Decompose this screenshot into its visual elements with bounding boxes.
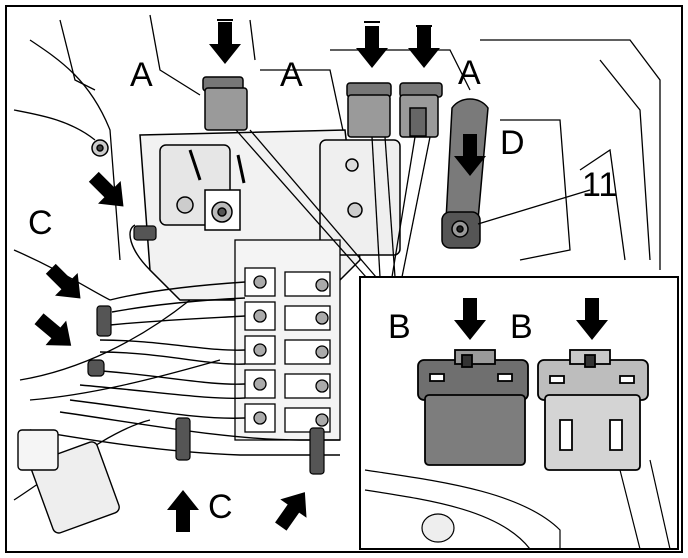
callout-number: 11 bbox=[582, 166, 617, 204]
clip-lower bbox=[87, 359, 105, 377]
callout-labels: A A A D 11 C C B B bbox=[28, 54, 617, 526]
clip-upper bbox=[133, 225, 157, 241]
clip-bottom-right bbox=[309, 427, 325, 475]
callout-b: B bbox=[510, 308, 533, 346]
clip-bottom-left bbox=[175, 417, 191, 461]
clip-middle bbox=[96, 305, 112, 337]
relay-base bbox=[91, 129, 401, 301]
fuse-b-left bbox=[417, 349, 529, 466]
callout-a: A bbox=[280, 56, 303, 94]
fuse-a-left bbox=[202, 76, 248, 131]
callout-c: C bbox=[208, 488, 233, 526]
fuse-a-right bbox=[399, 82, 443, 138]
fuse-a-middle bbox=[346, 82, 392, 138]
arrow-diagonal-icon bbox=[275, 492, 307, 531]
arrow-diagonal-icon bbox=[88, 171, 124, 207]
harness-clips bbox=[87, 225, 325, 475]
arrow-diagonal-icon bbox=[34, 313, 72, 346]
arrow-up-icon bbox=[167, 490, 199, 532]
callout-a: A bbox=[458, 54, 481, 92]
fuse-b-right bbox=[537, 349, 649, 471]
body-panel-lines bbox=[13, 14, 661, 501]
callout-d: D bbox=[500, 124, 525, 162]
callout-b: B bbox=[388, 308, 411, 346]
harness-connector bbox=[17, 429, 120, 534]
inset-detail bbox=[359, 276, 679, 550]
arrow-diagonal-icon bbox=[45, 263, 81, 299]
leader-lines bbox=[235, 129, 591, 278]
callout-a: A bbox=[130, 56, 153, 94]
callout-c: C bbox=[28, 204, 53, 242]
terminal-strip bbox=[234, 239, 341, 441]
